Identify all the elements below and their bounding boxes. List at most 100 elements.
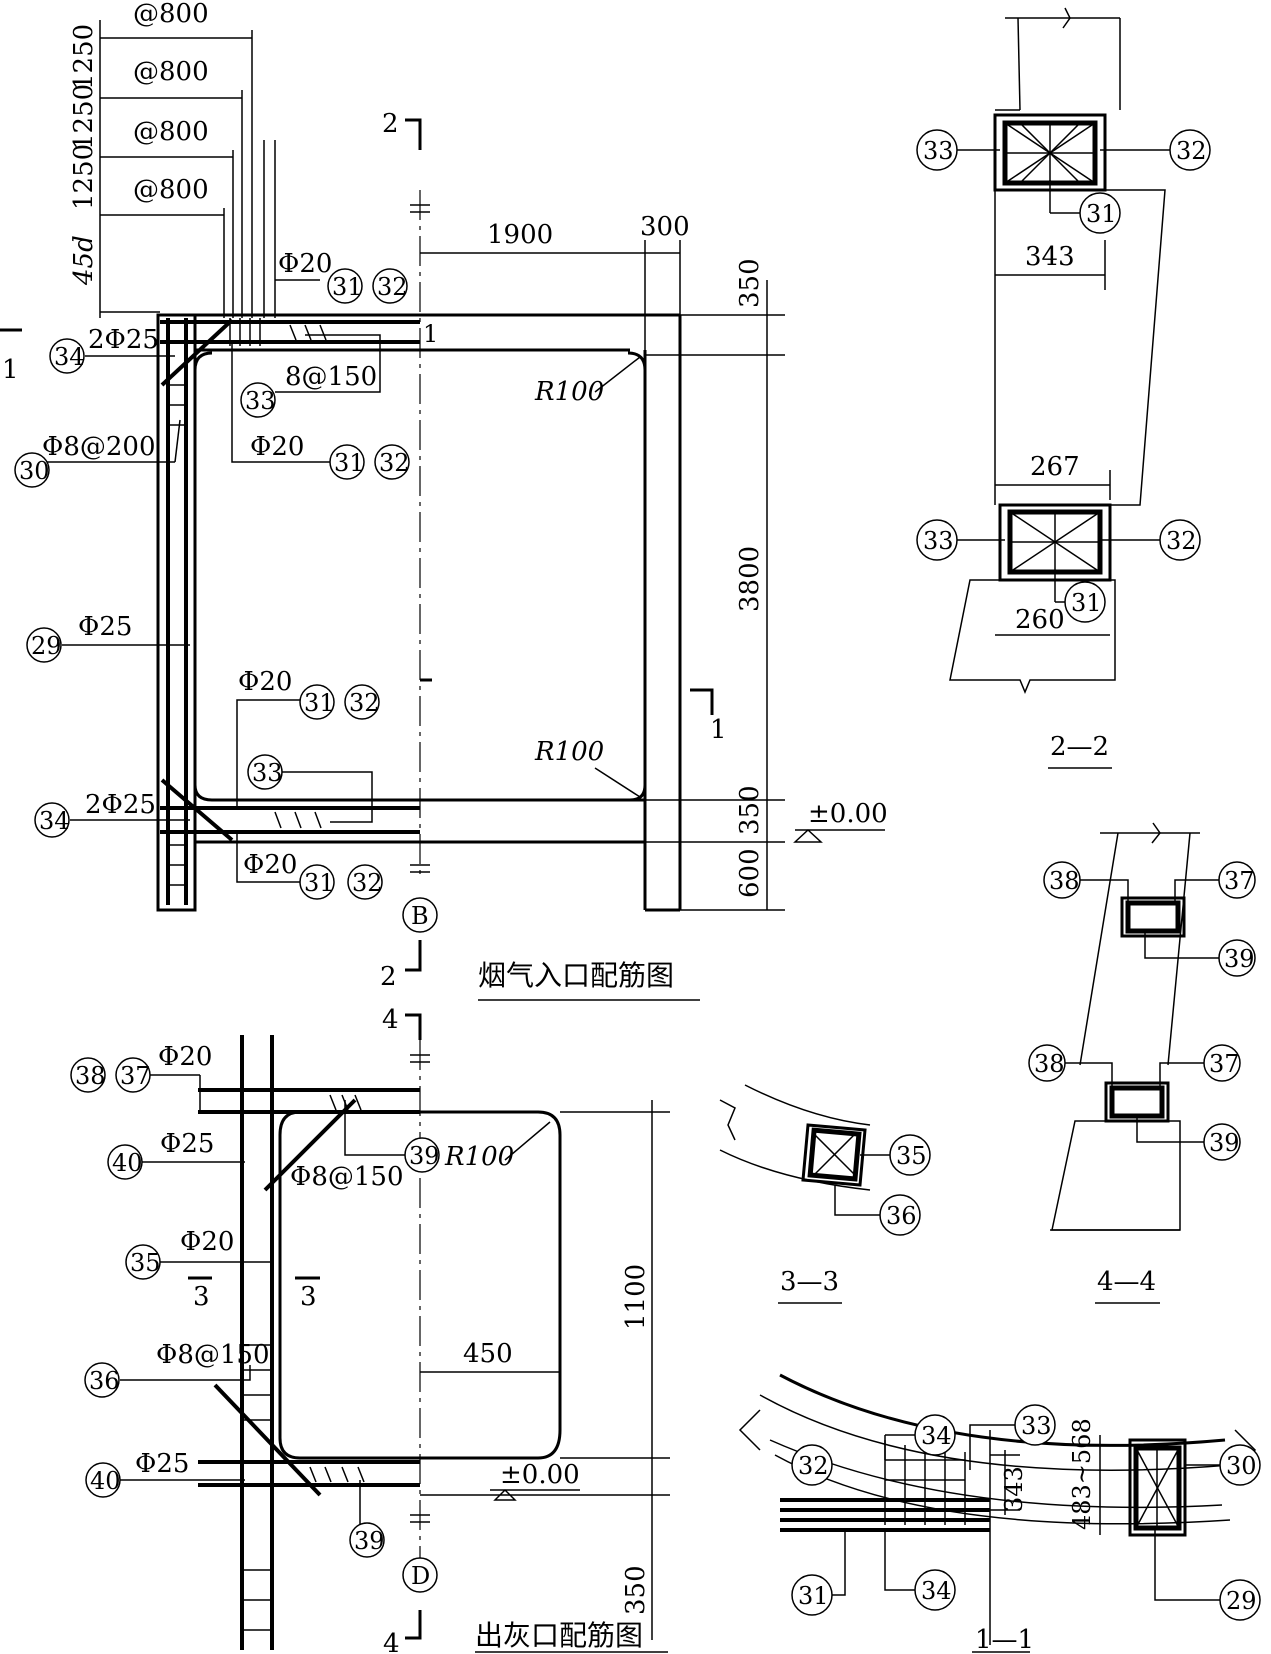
inlet-drawing: @800 @800 @800 @800 1250 1250 1250 45d [0,0,888,1001]
section-mark-4-top: 4 [382,1005,399,1035]
callout-31-b: 31 [334,449,365,477]
callout-40-a: 40 [112,1149,143,1177]
callout-32-22a: 32 [1176,137,1207,165]
callout-36: 36 [89,1367,120,1395]
vert-dim-3: 1250 [69,144,99,210]
callout-31-22a: 31 [1086,200,1117,228]
dim-343-11: 343 [1000,1466,1028,1512]
ash-title: 出灰口配筋图 [475,1619,643,1652]
dim-260-22: 260 [1015,605,1065,635]
callout-32-d: 32 [352,869,383,897]
phi25-ash-top: Φ25 [160,1129,214,1159]
callout-33-a: 33 [245,387,276,415]
callout-29-11: 29 [1226,1587,1257,1615]
section-mark-2-bottom: 2 [380,962,397,992]
dim-3800: 3800 [735,546,765,612]
phi8-200-label: Φ8@200 [42,432,155,462]
dim-343-22: 343 [1025,242,1075,272]
callout-32-b: 32 [379,449,410,477]
callout-33-22a: 33 [923,137,954,165]
callout-29: 29 [31,632,62,660]
callout-40-b: 40 [90,1467,121,1495]
section-1-1: 343 483~568 32 34 33 30 31 34 29 1—1 [738,1373,1261,1654]
callout-30-11: 30 [1226,1452,1257,1480]
section-mark-2-top: 2 [382,109,399,139]
callout-38-a: 38 [75,1062,106,1090]
dim-1900: 1900 [487,220,553,250]
callout-36-33: 36 [886,1202,917,1230]
section-4-4-title: 4—4 [1097,1267,1156,1297]
section-4-4: 38 37 39 38 37 39 4—4 [1028,822,1256,1304]
section-1-1-title: 1—1 [975,1625,1034,1654]
spacing-label-3: @800 [133,117,209,147]
dim-300: 300 [640,212,690,242]
phi20-ash-mid: Φ20 [180,1227,234,1257]
radius-label-ash: R100 [444,1142,514,1172]
callout-39-b: 39 [354,1527,385,1555]
phi20-lower: Φ20 [238,667,292,697]
dim-350-top: 350 [735,258,765,308]
callout-32-c: 32 [349,689,380,717]
stirrup-label: 8@150 [285,362,377,392]
inlet-title: 烟气入口配筋图 [478,959,674,992]
vert-dim-1: 1250 [69,24,99,90]
callout-39-a: 39 [409,1142,440,1170]
callout-38-44b: 38 [1034,1050,1065,1078]
callout-35: 35 [130,1249,161,1277]
level-mark-ash: ±0.00 [500,1460,580,1490]
dim-1100: 1100 [621,1264,651,1330]
callout-33-11: 33 [1021,1412,1052,1440]
phi20-mid: Φ20 [250,432,304,462]
callout-31-11: 31 [798,1582,829,1610]
spacing-label-2: @800 [133,57,209,87]
section-mark-1-left: 1 [2,355,19,385]
spacing-label-4: @800 [133,175,209,205]
callout-32-11: 32 [798,1452,829,1480]
callout-37-a: 37 [120,1062,151,1090]
vert-dim-2: 1250 [69,84,99,150]
phi8-150-ash-top: Φ8@150 [290,1162,403,1192]
phi8-150-ash-mid: Φ8@150 [156,1340,269,1370]
section-mark-4-bottom: 4 [383,1629,400,1654]
spacing-label-1: @800 [133,0,209,29]
vert-dim-4: 45d [69,235,99,286]
callout-34-11a: 34 [921,1422,952,1450]
callout-35-33: 35 [896,1142,927,1170]
phi20-bottom: Φ20 [243,850,297,880]
dim-483-568: 483~568 [1068,1418,1096,1530]
callout-37-44b: 37 [1209,1050,1240,1078]
dim-450: 450 [463,1339,513,1369]
callout-33-b: 33 [252,759,283,787]
dim-600: 600 [735,848,765,898]
callout-31-c: 31 [304,689,335,717]
callout-31-22b: 31 [1071,589,1102,617]
callout-32-a: 32 [377,273,408,301]
section-mark-3-right: 3 [300,1282,317,1312]
dim-267-22: 267 [1030,452,1080,482]
callout-39-44a: 39 [1224,945,1255,973]
section-mark-3-left: 3 [193,1282,210,1312]
axis-label-d: D [411,1562,430,1590]
callout-37-44a: 37 [1224,867,1255,895]
callout-33-22b: 33 [923,527,954,555]
ash-outlet-drawing: 4 4 1100 350 450 ±0.00 R100 Φ20 38 37 Φ2… [70,1005,670,1654]
callout-32-22b: 32 [1166,527,1197,555]
callout-34-11b: 34 [921,1577,952,1605]
phi25-label: Φ25 [78,612,132,642]
phi20-top: Φ20 [278,249,332,279]
two-phi25-top: 2Φ25 [88,325,159,355]
section-3-3: 35 36 3—3 [719,1084,931,1304]
callout-34-b: 34 [39,807,70,835]
radius-label-top: R100 [534,377,604,407]
phi25-ash-bottom: Φ25 [135,1449,189,1479]
phi20-ash-top: Φ20 [158,1042,212,1072]
dim-350-bottom: 350 [735,785,765,835]
callout-34-a: 34 [54,343,85,371]
callout-31-a: 31 [332,273,363,301]
callout-39-44b: 39 [1209,1129,1240,1157]
two-phi25-bottom: 2Φ25 [85,790,156,820]
radius-label-bottom: R100 [534,737,604,767]
section-3-3-title: 3—3 [780,1267,839,1297]
section-mark-1-right: 1 [710,715,727,745]
